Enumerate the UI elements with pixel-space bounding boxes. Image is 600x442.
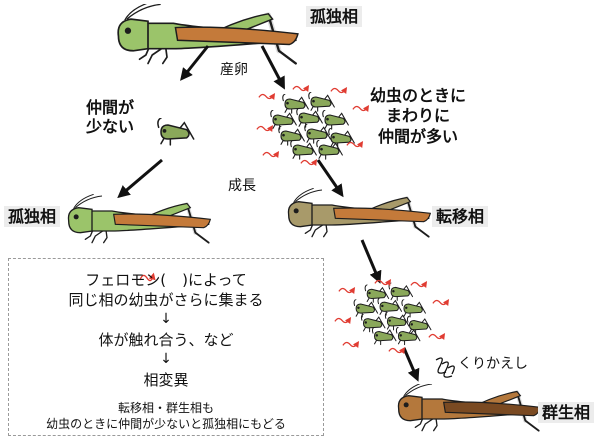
pheromone-wave-icon [335,318,349,322]
label-few-companions: 仲間が 少ない [86,98,135,137]
label-growth: 成長 [228,178,256,194]
label-solitary-top: 孤独相 [306,6,363,28]
pheromone-wave-icon [331,88,345,92]
solitary-locust-left [68,194,210,242]
label-egg-laying: 産卵 [220,62,248,78]
solitary-locust-top [118,2,298,63]
pheromone-wave-icon [353,106,367,110]
nymph-cluster-top [257,86,367,164]
flow-note-2: 幼虫のときに仲間が少ないと孤独相にもどる [46,417,286,431]
flow-note-1: 転移相・群生相も [117,401,214,415]
arrow-transitional-to-cluster [360,239,382,284]
flow-line-touch: 体が触れ合う、など [98,331,234,349]
arrow-many-to-transitional [316,159,344,198]
pheromone-wave-icon [301,160,315,164]
pheromone-inline-icon [139,272,156,282]
phase-change-explanation-box: フェロモン()によって 同じ相の幼虫がさらに集まる ↓ 体が触れ合う、など ↓ … [8,258,324,436]
label-transitional: 転移相 [432,206,489,228]
arrow-to-few [180,45,210,81]
label-many-companions: 幼虫のときに まわりに 仲間が多い [370,86,467,146]
flow-arrow-1: ↓ [160,311,172,327]
label-solitary-left: 孤独相 [4,206,61,228]
flow-arrow-2: ↓ [160,351,172,367]
flow-line-pheromone: フェロモン()によって [85,271,247,289]
pheromone-wave-icon [429,334,443,338]
flow-line-gather: 同じ相の幼虫がさらに集まる [68,291,264,309]
pheromone-wave-icon [343,342,357,346]
single-nymph [157,118,195,146]
nymph-cluster-bottom [335,280,447,352]
pheromone-wave-icon [375,280,389,284]
label-repeat: くりかえし [458,356,528,372]
arrow-few-to-solitary [117,158,163,199]
label-gregarious: 群生相 [538,402,595,424]
pheromone-wave-icon [411,282,425,286]
pheromone-wave-icon [433,300,447,304]
pheromone-wave-icon [263,152,277,156]
transitional-locust [288,188,430,236]
arrow-cluster-to-gregarious [402,347,420,382]
arrow-to-many [260,45,285,90]
pheromone-wave-icon [389,348,403,352]
pheromone-wave-icon [257,126,271,130]
flow-arrows [117,45,420,382]
repeat-squiggle-icon [435,357,455,378]
pheromone-wave-icon [339,288,353,292]
flow-line-phase-variation: 相変異 [143,371,189,389]
gregarious-locust [398,382,540,430]
pheromone-wave-icon [293,86,307,90]
pheromone-wave-icon [259,94,273,98]
